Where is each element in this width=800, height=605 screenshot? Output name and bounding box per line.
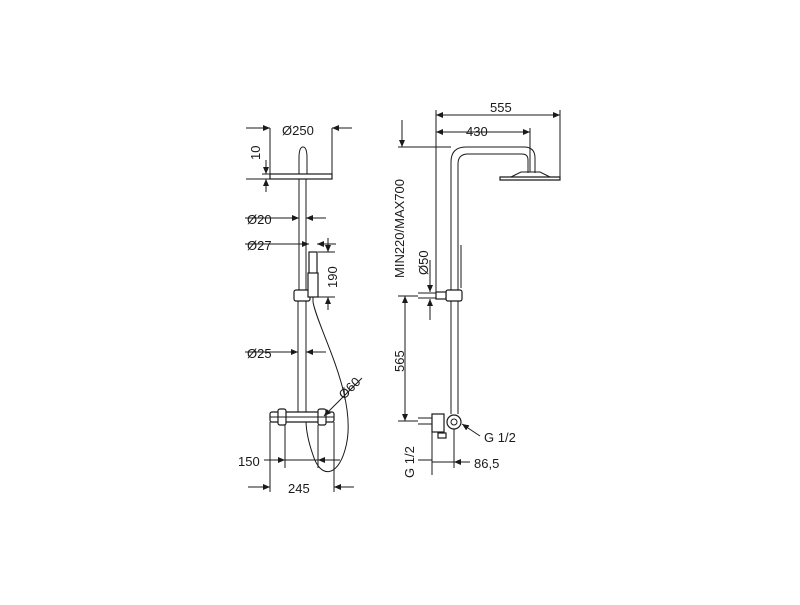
label-pipe-diameter: Ø20 — [247, 212, 272, 227]
dim-inlet-left: G 1/2 — [402, 432, 433, 478]
side-slider — [418, 289, 463, 302]
dim-hand-shower-length: 190 — [318, 238, 340, 310]
dim-holder-diameter: Ø50 — [416, 250, 433, 320]
dim-depth-86-5: 86,5 — [432, 429, 499, 471]
front-hand-shower — [307, 251, 319, 302]
label-spacing-150: 150 — [238, 454, 260, 469]
dim-inlet-right: G 1/2 — [461, 423, 516, 445]
label-hand-shower-length: 190 — [325, 266, 340, 288]
label-width-245: 245 — [288, 481, 310, 496]
label-head-diameter: Ø250 — [282, 123, 314, 138]
label-inlet-right: G 1/2 — [484, 430, 516, 445]
label-head-thickness: 10 — [248, 146, 263, 160]
dim-head-diameter: Ø250 — [246, 123, 352, 174]
label-holder-diameter: Ø50 — [416, 250, 431, 275]
front-mixer — [269, 408, 335, 432]
label-height-range: MIN220/MAX700 — [392, 179, 407, 278]
dim-width-245: 245 — [248, 422, 354, 496]
dim-bar-diameter: Ø25 — [245, 346, 326, 361]
side-view: 555 430 MIN220/MAX700 Ø50 — [392, 100, 561, 478]
dim-height-range: MIN220/MAX700 — [392, 120, 451, 278]
dim-hose-loop-diameter: Ø60 — [323, 374, 364, 417]
label-inlet-left: G 1/2 — [402, 446, 417, 478]
label-projection-430: 430 — [466, 124, 488, 139]
dim-head-thickness: 10 — [246, 146, 270, 192]
front-shower-head — [269, 146, 333, 180]
label-mount-height: 565 — [392, 350, 407, 372]
dim-pipe-diameter: Ø20 — [245, 212, 326, 227]
side-mixer — [418, 413, 462, 439]
dim-spacing-150: 150 — [238, 432, 340, 469]
label-bar-diameter: Ø25 — [247, 346, 272, 361]
label-projection-555: 555 — [490, 100, 512, 115]
side-bar — [450, 301, 459, 414]
front-hose — [305, 301, 349, 473]
label-depth-86-5: 86,5 — [474, 456, 499, 471]
front-view: Ø250 10 Ø20 Ø27 190 — [238, 123, 364, 496]
side-shower-arm — [450, 146, 561, 290]
front-riser-pipe — [297, 179, 307, 412]
dim-hand-shower-diameter: Ø27 — [245, 238, 336, 253]
dim-mount-height: 565 — [392, 295, 418, 422]
dim-projection-430: 430 — [436, 124, 531, 172]
label-hand-shower-diameter: Ø27 — [247, 238, 272, 253]
dim-projection-555: 555 — [435, 100, 561, 292]
